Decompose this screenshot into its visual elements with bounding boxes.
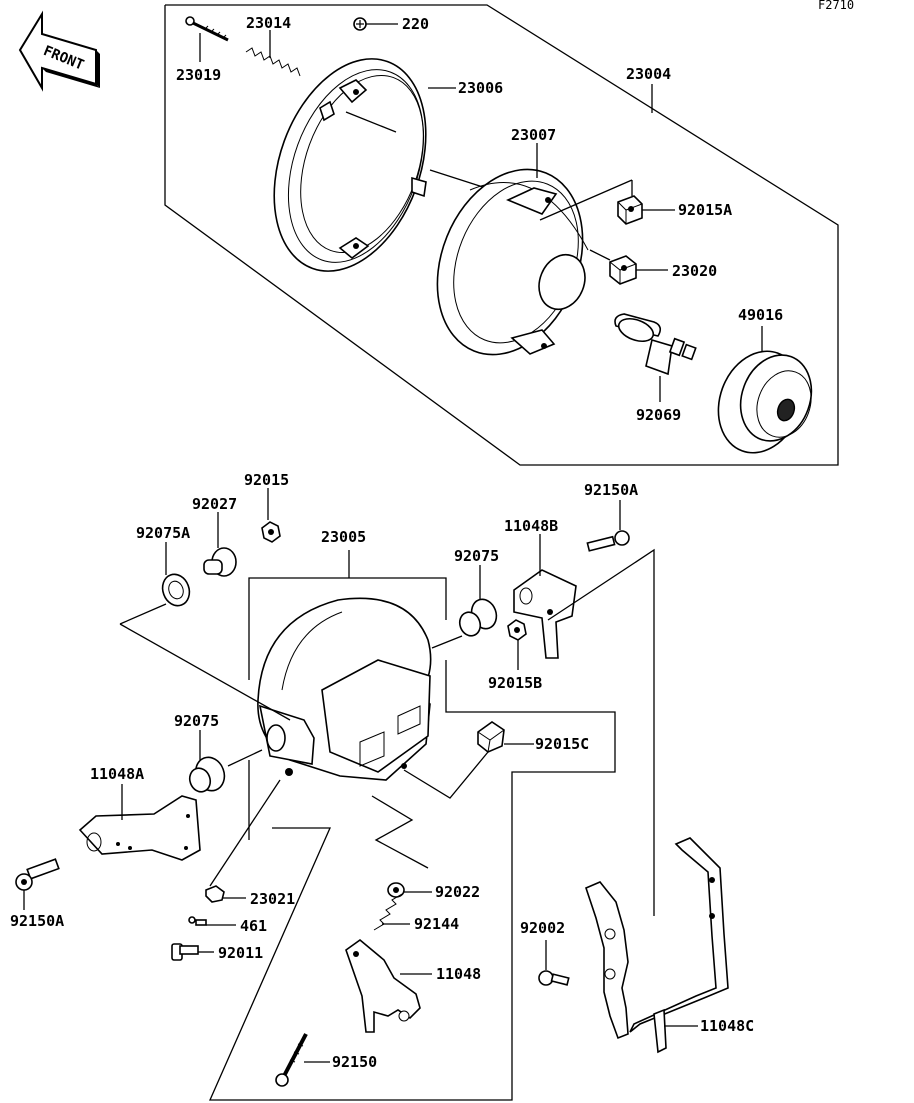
nut-92015C: [477, 721, 505, 753]
rubber-cap-49016: [717, 350, 813, 454]
housing-frame-23005: [248, 577, 447, 680]
bracket-11048: [345, 938, 421, 1033]
screw-461: [188, 916, 207, 926]
bolt-92150: [275, 1033, 308, 1087]
bolt-23019: [185, 16, 229, 42]
bolt-92150A-left: [15, 858, 60, 891]
grommet-92075-side: [188, 756, 226, 793]
nut-92015B: [507, 619, 527, 641]
grommet-92075A: [161, 573, 191, 607]
label-23004: 23004: [626, 65, 671, 83]
label-92150A-left: 92150A: [10, 912, 64, 930]
label-23006: 23006: [458, 79, 503, 97]
label-23005: 23005: [321, 528, 366, 546]
grommet-92075-upper: [458, 598, 498, 637]
label-92069: 92069: [636, 406, 681, 424]
washer-92022: [387, 882, 405, 898]
bulb-92069: [614, 313, 697, 376]
label-49016: 49016: [738, 306, 783, 324]
spring-92144: [373, 893, 403, 931]
figure-code: F2710: [818, 0, 854, 12]
label-11048A: 11048A: [90, 765, 144, 783]
label-92022: 92022: [435, 883, 480, 901]
label-23021: 23021: [250, 890, 295, 908]
part-labels: 23019 23014 220 23006 23004 23007 92015A…: [10, 14, 783, 1071]
label-92027: 92027: [192, 495, 237, 513]
label-11048C: 11048C: [700, 1017, 754, 1035]
label-220: 220: [402, 15, 429, 33]
collar-92027: [203, 547, 237, 577]
clip-23021: [205, 885, 225, 903]
label-92015B: 92015B: [488, 674, 542, 692]
label-23007: 23007: [511, 126, 556, 144]
nut-23020: [609, 255, 637, 285]
label-92075-side: 92075: [174, 712, 219, 730]
bolt-92150A-top: [586, 530, 630, 552]
label-92015C: 92015C: [535, 735, 589, 753]
label-92150A-top: 92150A: [584, 481, 638, 499]
label-92144: 92144: [414, 915, 459, 933]
label-92075-upper: 92075: [454, 547, 499, 565]
bracket-11048B: [513, 569, 577, 659]
label-11048: 11048: [436, 965, 481, 983]
label-23014: 23014: [246, 14, 291, 32]
bracket-11048A: [78, 795, 201, 861]
label-92015: 92015: [244, 471, 289, 489]
screw-220: [353, 17, 367, 31]
label-92002: 92002: [520, 919, 565, 937]
nut-92015: [261, 521, 281, 543]
label-23020: 23020: [672, 262, 717, 280]
front-arrow-icon: FRONT: [18, 10, 100, 92]
spring-23014: [245, 47, 301, 77]
rim-ring-23006: [273, 58, 427, 272]
screw-92011: [171, 943, 199, 961]
label-92015A: 92015A: [678, 201, 732, 219]
bolt-92002: [538, 970, 570, 986]
label-92011: 92011: [218, 944, 263, 962]
housing-23005: [257, 597, 432, 781]
label-23019: 23019: [176, 66, 221, 84]
assembly-frame-23004: [164, 4, 839, 466]
label-11048B: 11048B: [504, 517, 558, 535]
label-92075A: 92075A: [136, 524, 190, 542]
label-461: 461: [240, 917, 267, 935]
reflector-23007: [436, 168, 589, 356]
nut-92015A: [617, 195, 643, 225]
label-92150: 92150: [332, 1053, 377, 1071]
stay-11048C: [585, 837, 729, 1054]
